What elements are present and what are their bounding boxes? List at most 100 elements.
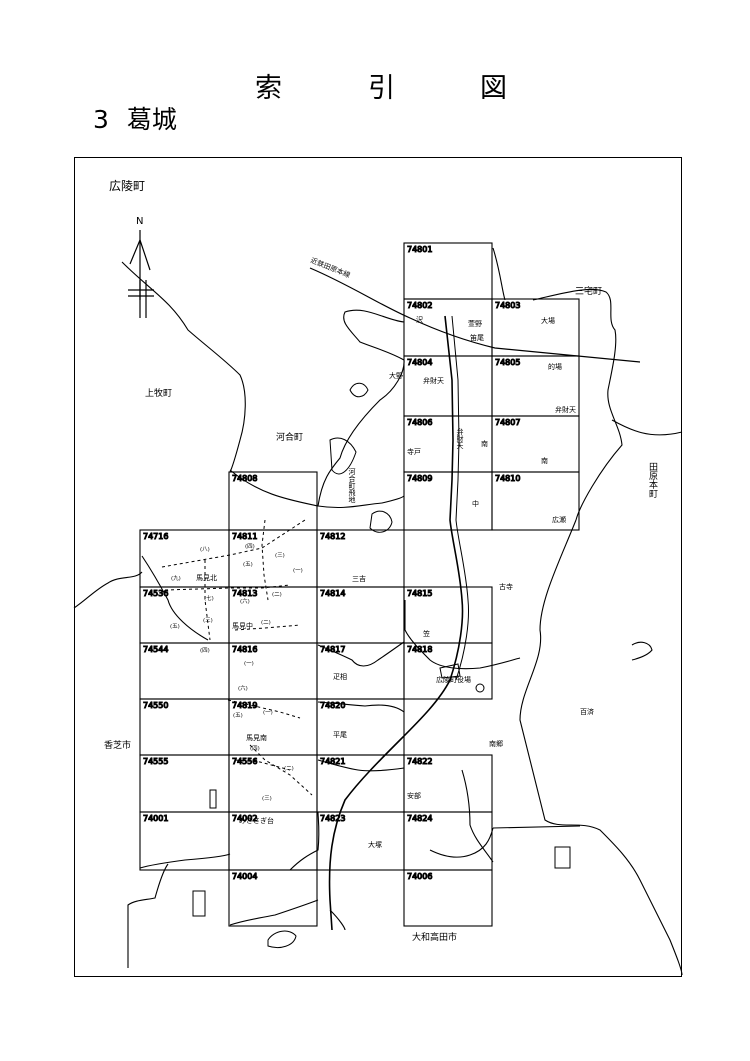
sheet-number: 74810: [495, 474, 520, 483]
neighbor-label: 三宅町: [575, 285, 602, 297]
ward-mark: (一): [244, 661, 254, 667]
district-label: みささぎ台: [239, 816, 274, 825]
town-boundary: [519, 519, 683, 976]
town-boundary: [289, 811, 320, 871]
pond: [439, 663, 461, 679]
sheet-number: 74805: [495, 358, 520, 367]
title-char: 引: [368, 73, 395, 104]
ward-mark: (六): [240, 597, 250, 605]
ward-mark: (二): [261, 620, 271, 626]
town-boundary: [532, 288, 623, 521]
ward-mark: (二): [272, 592, 282, 598]
ward-mark: (三): [262, 795, 272, 802]
map-frame: [74, 157, 682, 977]
ward-mark: (四): [250, 745, 260, 752]
ward-mark: (三): [203, 617, 213, 624]
sheet-number: 74821: [320, 757, 345, 766]
district-label: 萱野: [468, 319, 482, 328]
town-boundary: [73, 571, 143, 609]
ward-mark: (四): [245, 543, 255, 550]
sheet-number: 74824: [407, 814, 432, 823]
town-boundary: [492, 825, 581, 829]
neighbor-label: 広陵町: [109, 179, 145, 193]
neighbor-label: 上牧町: [145, 387, 172, 399]
district-label: 笛尾: [470, 333, 484, 342]
neighbor-label: 田原本町: [647, 462, 658, 498]
district-label: 中: [472, 499, 479, 508]
sheet-number: 74816: [232, 645, 257, 654]
town-boundary: [429, 827, 494, 858]
sheet-number: 74811: [232, 532, 257, 541]
town-boundary: [611, 419, 683, 436]
town-boundary: [141, 555, 209, 641]
district-label: 安部: [407, 791, 421, 800]
town-boundary: [121, 261, 246, 473]
district-label: 南郷: [489, 739, 503, 748]
office-marker: [475, 683, 485, 693]
ward-mark: (五): [233, 712, 243, 719]
sheet-number: 74716: [143, 532, 168, 541]
district-label: 平尾: [333, 731, 347, 739]
sheet-number: 74544: [143, 645, 168, 654]
sheet-number: 74002: [232, 814, 257, 823]
pond: [267, 930, 297, 949]
pond: [192, 890, 206, 917]
sheet-number: 74807: [495, 418, 520, 427]
pond: [349, 382, 369, 398]
neighbor-label: 河合町: [276, 431, 303, 443]
compass-label: N: [136, 216, 143, 227]
town-boundary: [317, 759, 405, 772]
sheet-number: 74823: [320, 814, 345, 823]
ward-mark: (三): [275, 552, 285, 559]
town-boundary: [139, 853, 231, 869]
sheet-square: [491, 471, 580, 531]
sheet-square: [228, 869, 318, 927]
compass-rose: [128, 230, 154, 318]
town-boundary: [229, 899, 319, 926]
town-boundary: [329, 909, 346, 931]
district-label: 大塚: [368, 840, 382, 849]
district-label: 寺戸: [407, 448, 421, 456]
town-boundary: [631, 641, 653, 661]
railway-track: [309, 267, 641, 363]
sheet-number: 74536: [143, 589, 168, 598]
ward-mark: (四): [200, 647, 210, 654]
neighbor-label: 大和高田市: [412, 931, 457, 943]
neighbor-label: 香芝市: [104, 739, 131, 751]
ward-mark: (六): [238, 684, 248, 692]
sheet-number: 74815: [407, 589, 432, 598]
ward-mark: (五): [170, 623, 180, 630]
district-label: 馬見北: [196, 574, 217, 582]
town-boundary: [492, 247, 506, 301]
district-label: 弁財天: [423, 376, 444, 385]
town-boundary: [461, 769, 494, 863]
sheet-number: 74006: [407, 872, 432, 881]
district-label: 大野: [389, 371, 403, 380]
town-boundary: [229, 469, 405, 509]
sheet-number: 74804: [407, 358, 432, 367]
sheet-number: 74809: [407, 474, 432, 483]
pond: [369, 510, 393, 533]
railway-track: [328, 315, 464, 931]
sheet-number: 74813: [232, 589, 257, 598]
district-label: 南: [541, 456, 548, 465]
sheet-number: 74801: [407, 245, 432, 254]
sheet-number: 74808: [232, 474, 257, 483]
town-boundary: [127, 863, 169, 968]
district-label: 河合町飛地: [348, 468, 356, 503]
ward-mark: (七): [204, 594, 214, 602]
map-labels: 広陵町上牧町河合町三宅町田原本町香芝市大和高田市沢萱野笛尾大場大野弁財天的場弁財…: [104, 179, 658, 943]
boundary-lines: [73, 247, 683, 976]
district-label: 三吉: [352, 575, 366, 583]
district-label: 大場: [541, 316, 555, 325]
district-label: 馬見中: [232, 621, 253, 630]
sheet-square: [403, 642, 493, 700]
water-features: [192, 382, 571, 949]
district-label: 弁財天: [555, 405, 576, 414]
sheet-number: 74822: [407, 757, 432, 766]
town-boundary: [404, 600, 521, 670]
railway-track: [451, 315, 469, 681]
sheet-number: 74556: [232, 757, 257, 766]
